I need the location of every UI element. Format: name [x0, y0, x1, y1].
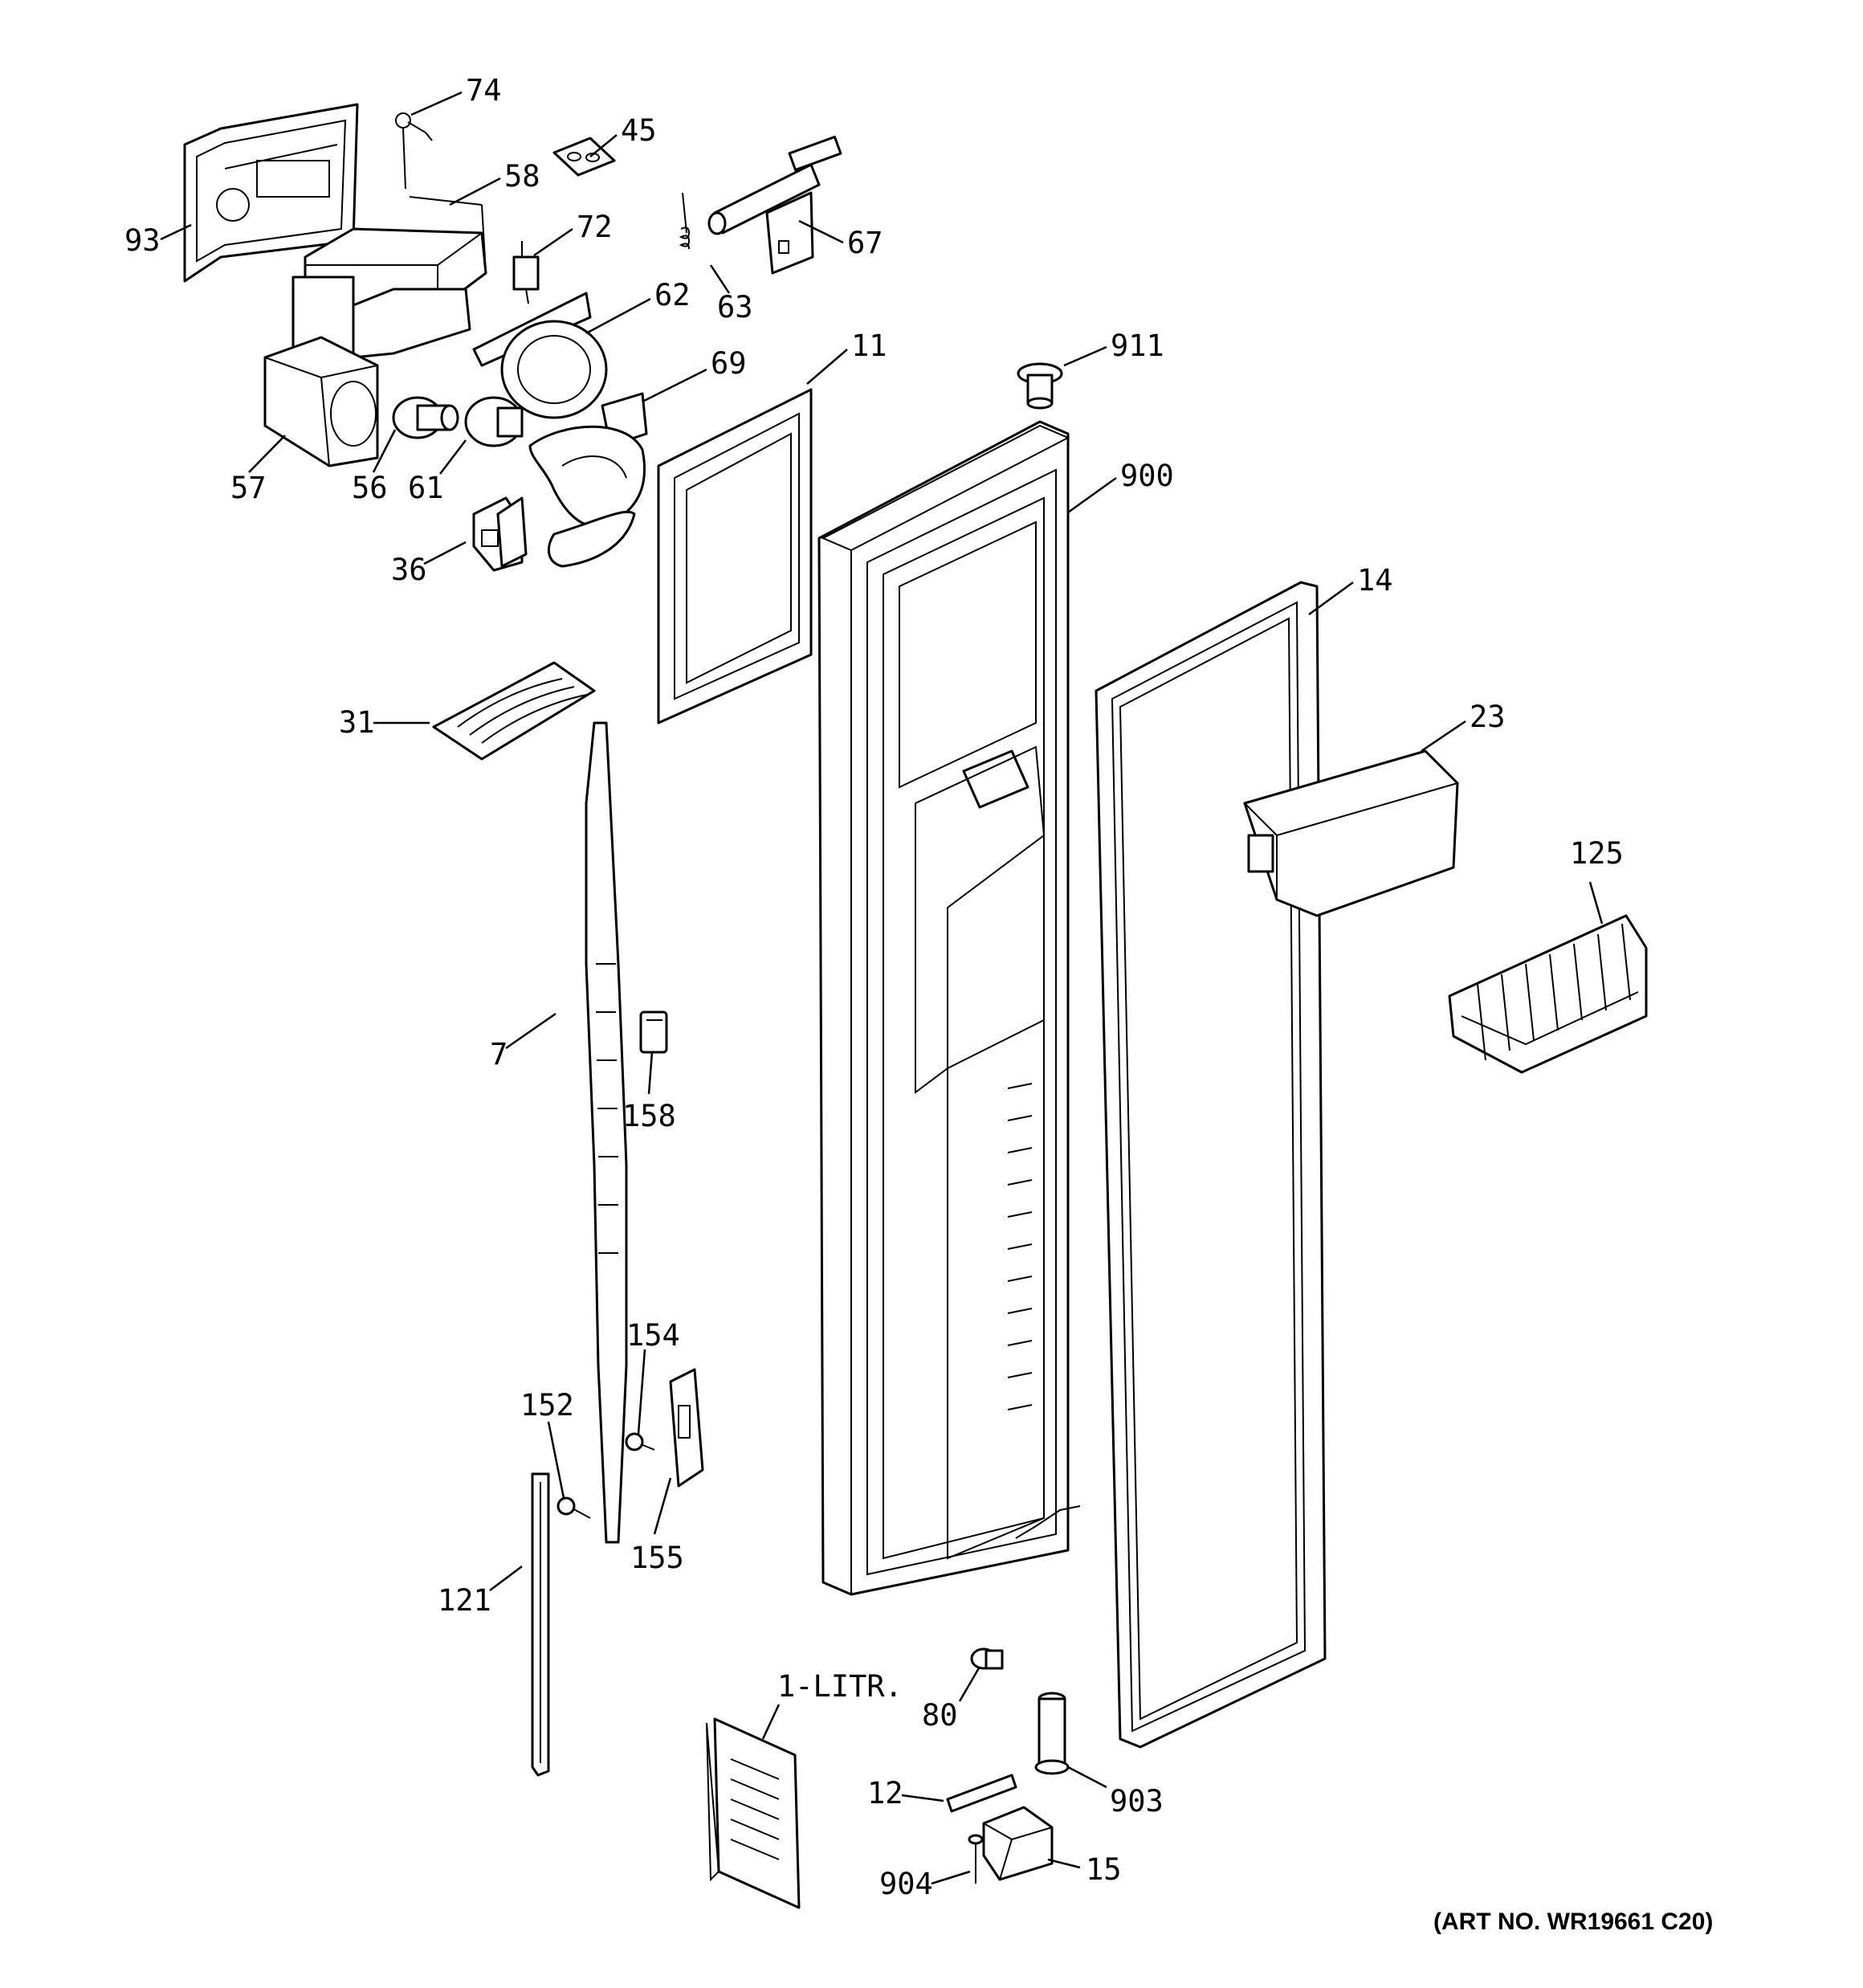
part-125-basket [1448, 914, 1648, 1074]
callout-14: 14 [1357, 563, 1393, 598]
callout-121: 121 [438, 1583, 491, 1618]
part-67-shaft [707, 135, 842, 275]
part-57-motor [263, 336, 379, 467]
callout-57: 57 [230, 471, 267, 505]
part-911-bushing [1017, 362, 1063, 410]
callout-154: 154 [626, 1318, 680, 1353]
callout-69: 69 [711, 346, 747, 381]
leader-lines [160, 91, 1604, 1885]
part-61-gear [464, 396, 524, 447]
part-158-plug [639, 1010, 668, 1054]
part-63-spring [679, 192, 691, 250]
callout-900: 900 [1120, 459, 1174, 493]
callout-67: 67 [847, 226, 883, 260]
part-15-hinge [982, 1806, 1054, 1881]
callout-12: 12 [867, 1776, 903, 1810]
callout-7: 7 [490, 1037, 508, 1072]
callout-911: 911 [1111, 329, 1164, 363]
part-45-bracket [552, 137, 616, 177]
callout-45: 45 [621, 113, 657, 148]
part-155-hinge [669, 1368, 704, 1488]
part-7-handle [585, 721, 628, 1544]
callout-74: 74 [466, 73, 502, 108]
part-900-door [817, 420, 1081, 1596]
part-31-grille [432, 661, 596, 761]
callout-36: 36 [391, 553, 427, 587]
callout-61: 61 [408, 471, 444, 505]
callout-11: 11 [851, 329, 887, 363]
callout-904: 904 [879, 1867, 933, 1901]
callout-152: 152 [520, 1388, 574, 1423]
callout-1-litr: 1-LITR. [777, 1669, 903, 1704]
part-72-switch [512, 241, 540, 304]
part-1-literature [706, 1717, 801, 1909]
callout-23: 23 [1470, 700, 1506, 734]
part-154-screw [625, 1432, 655, 1451]
callout-903: 903 [1110, 1784, 1164, 1819]
part-74-spring [395, 112, 433, 190]
part-80-plug [970, 1647, 1004, 1670]
part-23-bin [1243, 749, 1459, 917]
part-904-screw [968, 1834, 984, 1884]
callout-56: 56 [352, 471, 388, 505]
part-56-coupling [392, 396, 459, 439]
part-58-housing [291, 196, 487, 359]
part-121-trim [531, 1472, 550, 1777]
callout-80: 80 [922, 1698, 958, 1733]
door-shelf-clips [1007, 1083, 1033, 1410]
callout-31: 31 [339, 705, 375, 740]
part-69-chute [528, 392, 648, 568]
callout-72: 72 [577, 210, 613, 244]
part-152-screw [556, 1496, 591, 1519]
callout-63: 63 [717, 290, 753, 325]
callout-155: 155 [630, 1541, 684, 1575]
part-11-frame [657, 388, 813, 725]
callout-62: 62 [654, 278, 691, 312]
part-14-gasket [1095, 581, 1327, 1749]
callout-15: 15 [1086, 1852, 1122, 1887]
callout-125: 125 [1570, 836, 1624, 871]
callout-58: 58 [504, 159, 540, 194]
art-number: (ART NO. WR19661 C20) [1433, 1908, 1713, 1935]
part-12-bracket [946, 1774, 1017, 1813]
part-903-pin [1034, 1692, 1070, 1775]
callout-158: 158 [622, 1099, 676, 1133]
part-36-bracket [472, 496, 528, 572]
part-62-ring [472, 292, 608, 419]
callout-labels: 74 45 58 93 72 67 63 62 69 11 911 57 56 … [124, 73, 1624, 1901]
callout-93: 93 [124, 223, 161, 258]
